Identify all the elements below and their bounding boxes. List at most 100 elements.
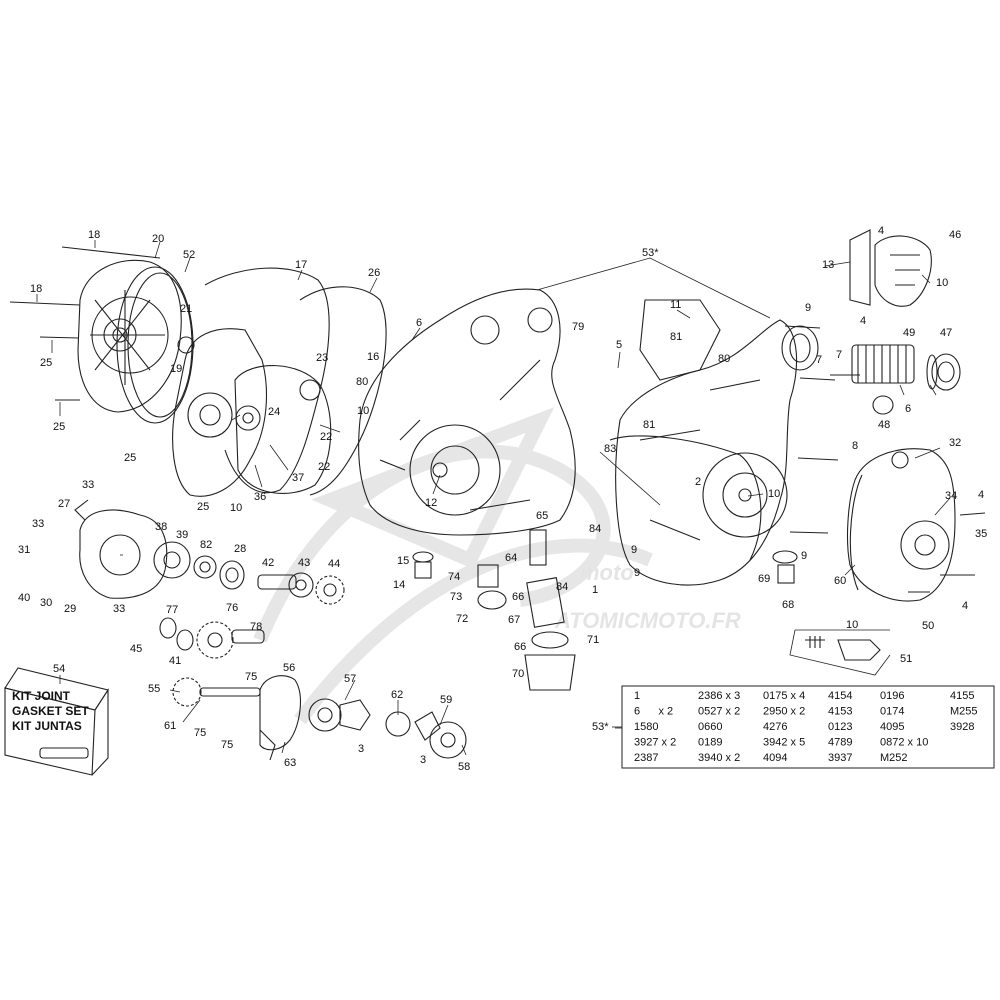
callout: 27 (58, 498, 70, 510)
gear-cover-plate[interactable] (234, 365, 332, 494)
callout: 10 (768, 488, 780, 500)
callout: 49 (903, 327, 915, 339)
callout: 11 (670, 299, 681, 311)
kit-table-cell: 3928 (950, 721, 974, 733)
callout: 8 (852, 440, 858, 452)
callout: 64 (505, 552, 517, 564)
callout: 75 (194, 727, 206, 739)
kit-table-cell: 4154 (828, 690, 852, 702)
callout: 44 (328, 558, 340, 570)
callout: 10 (936, 277, 948, 289)
oil-pump-group[interactable] (172, 675, 467, 761)
callout: 22 (320, 431, 332, 443)
kit-table-cell: 0660 (698, 721, 722, 733)
kit-table-cell: 1580 (634, 721, 658, 733)
callout: 5 (616, 339, 622, 351)
cover-gasket-right (849, 474, 863, 591)
callout: 65 (536, 510, 548, 522)
kit-table-cell: 3940 x 2 (698, 752, 740, 764)
gasket-kit-box: 54 KIT JOINT GASKET SET KIT JUNTAS (4, 663, 109, 776)
callout: 25 (197, 501, 209, 513)
kit-table-cell: M252 (880, 752, 908, 764)
callout: 25 (40, 357, 52, 369)
callout: 18 (30, 283, 42, 295)
callout: 30 (40, 597, 52, 609)
callout: 3 (358, 743, 364, 755)
callout: 10 (846, 619, 858, 631)
callout: 9 (801, 550, 807, 562)
callout: 80 (718, 353, 730, 365)
callout: 25 (124, 452, 136, 464)
kit-table-cell: 2387 (634, 752, 658, 764)
callout: 4 (878, 225, 884, 237)
clutch-outer-cover[interactable] (77, 259, 182, 413)
callout: 47 (940, 327, 952, 339)
callout: 17 (295, 259, 307, 271)
callout: 81 (643, 419, 655, 431)
left-crankcase-half[interactable] (358, 288, 576, 536)
callout: 15 (397, 555, 409, 567)
kit-table-cell: 0175 x 4 (763, 690, 805, 702)
kit-table-cell: 0123 (828, 721, 852, 733)
callout: 58 (458, 761, 470, 773)
callout: 61 (164, 720, 176, 732)
callout: 6 (416, 317, 422, 329)
kit-table-cell: 4153 (828, 706, 852, 718)
kit-table-cell: 3937 (828, 752, 852, 764)
callout: 20 (152, 233, 164, 245)
leader-lines (36, 240, 951, 756)
callout: 31 (18, 544, 30, 556)
callout: 42 (262, 557, 274, 569)
kit-table-cell: 2386 x 3 (698, 690, 740, 702)
clutch-housing-cover[interactable] (172, 328, 268, 497)
callout: 2 (695, 476, 701, 488)
callout: 23 (316, 352, 328, 364)
callout: 40 (18, 592, 30, 604)
water-pump-group[interactable] (74, 499, 245, 599)
callout: 71 (587, 634, 599, 646)
filter-housing (781, 325, 819, 371)
pressure-valve-parts (772, 550, 891, 676)
watermark-site: ATOMICMOTO.FR (554, 608, 741, 633)
callout: 4 (860, 315, 866, 327)
oil-filter-group[interactable] (851, 344, 961, 415)
callout: 38 (155, 521, 167, 533)
callout: 59 (440, 694, 452, 706)
kit-table-cell: M255 (950, 706, 978, 718)
callout: 33 (32, 518, 44, 530)
callout: 57 (344, 673, 356, 685)
callout: 53* (642, 247, 659, 259)
callout: 84 (589, 523, 601, 535)
kit-table-cell: 6 x 2 (634, 706, 673, 718)
callout: 34 (945, 490, 957, 502)
callout: 72 (456, 613, 468, 625)
kit-table-cell: 3927 x 2 (634, 737, 676, 749)
right-crankcase-half[interactable] (615, 319, 798, 586)
kit-table-cell: 0872 x 10 (880, 737, 928, 749)
callout: 35 (975, 528, 987, 540)
callout: 41 (169, 655, 181, 667)
top-right-cover[interactable] (849, 229, 932, 307)
callout: 76 (226, 602, 238, 614)
callout: 66 (514, 641, 526, 653)
callout: 26 (368, 267, 380, 279)
callout: 68 (782, 599, 794, 611)
kit-box-number: 54 (53, 663, 65, 675)
kit-box-line-1: KIT JOINT (12, 689, 71, 703)
callout: 60 (834, 575, 846, 587)
callout: 45 (130, 643, 142, 655)
callout: 9 (631, 544, 637, 556)
right-side-cover[interactable] (847, 448, 956, 602)
crankcase-frame-gasket (609, 299, 762, 561)
callout: 13 (822, 259, 834, 271)
callout: 52 (183, 249, 195, 261)
callout: 69 (758, 573, 770, 585)
kit-table-cell: 4155 (950, 690, 974, 702)
callout: 14 (393, 579, 405, 591)
callout: 6 (905, 403, 911, 415)
callout: 70 (512, 668, 524, 680)
callout: 46 (949, 229, 961, 241)
callout: 37 (292, 472, 304, 484)
callout: 7 (836, 349, 842, 361)
